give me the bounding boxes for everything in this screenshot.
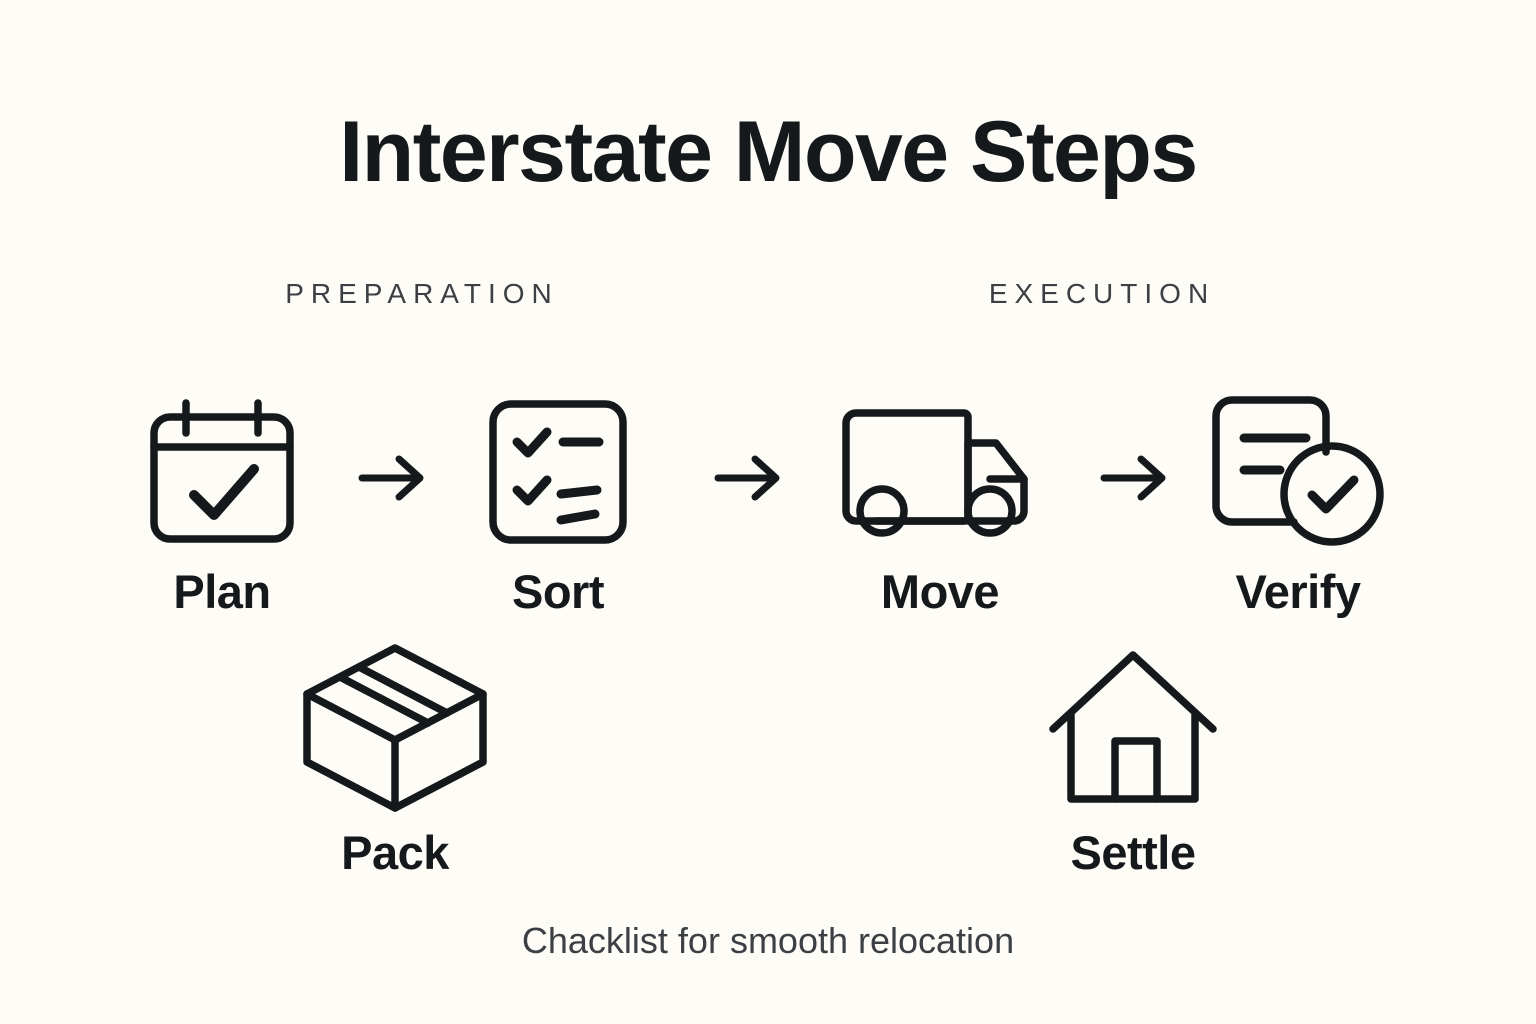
step-move-label: Move [880,565,1000,618]
step-move-icon-slot [830,392,1050,552]
step-verify-label: Verify [1235,565,1361,618]
section-header-execution: EXECUTION [988,278,1216,309]
section-header-preparation: PREPARATION [285,278,559,309]
step-plan-label: Plan [173,565,271,618]
step-settle[interactable]: Settle [1023,640,1243,881]
step-sort[interactable]: Sort [448,392,668,620]
step-pack-label: Pack [341,826,449,879]
step-verify[interactable]: Verify [1188,392,1408,620]
box-icon [300,642,490,814]
arrow-move-to-verify [1098,448,1172,508]
step-move[interactable]: Move [830,392,1050,620]
page-title: Interstate Move Steps [339,104,1198,200]
step-pack-icon-slot [285,640,505,815]
footer-caption: Chacklist for smooth relocation [521,920,1015,961]
step-plan-icon-slot [112,392,332,552]
calendar-check-icon [146,397,298,547]
document-check-icon [1210,394,1386,550]
house-icon [1047,647,1219,809]
step-plan[interactable]: Plan [112,392,332,620]
arrow-sort-to-move [712,448,786,508]
step-pack[interactable]: Pack [285,640,505,881]
step-sort-label: Sort [512,565,605,618]
arrow-plan-to-sort [356,448,430,508]
step-settle-icon-slot [1023,640,1243,815]
step-verify-icon-slot [1188,392,1408,552]
step-settle-label: Settle [1070,826,1197,879]
delivery-truck-icon [838,399,1042,545]
step-sort-icon-slot [448,392,668,552]
checklist-icon [487,398,629,546]
